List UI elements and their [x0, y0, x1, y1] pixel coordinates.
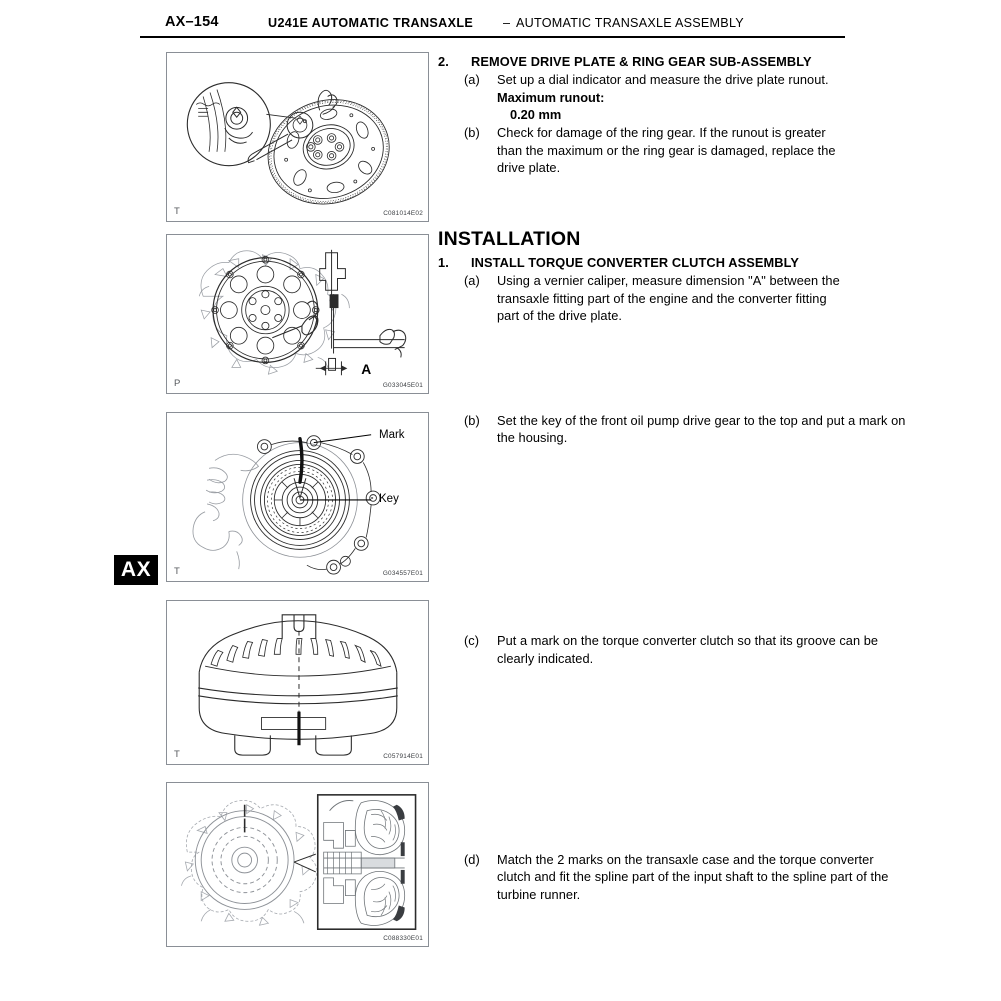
figure-2-code: G033045E01: [382, 382, 423, 389]
figure-engine-drive-plate-vernier-caliper: A P G033045E01: [166, 234, 429, 394]
figure-4-lineart: [167, 601, 428, 764]
figure-2-tag: P: [174, 378, 181, 389]
step-1-heading-row: 1. INSTALL TORQUE CONVERTER CLUTCH ASSEM…: [438, 254, 848, 272]
figure-drive-plate-ring-gear-dial-indicator: T C081014E02: [166, 52, 429, 222]
step-1-number: 1.: [438, 255, 449, 270]
step-1-sub-d-letter: (d): [464, 851, 480, 867]
manual-title-separator: –: [503, 16, 511, 30]
figure-1-code: C081014E02: [383, 210, 423, 217]
figure-transaxle-case-spline-cross-section: C088330E01: [166, 782, 429, 947]
figure-3-code: G034557E01: [382, 570, 423, 577]
step-1-sub-c: (c) Put a mark on the torque converter c…: [438, 632, 907, 667]
step-1-sub-a-letter: (a): [464, 273, 480, 288]
figure-3-tag: T: [174, 566, 180, 577]
callout-mark: Mark: [379, 429, 405, 441]
step-2-sub-a-letter: (a): [464, 72, 480, 87]
manual-title-subtitle: AUTOMATIC TRANSAXLE ASSEMBLY: [516, 16, 744, 30]
svg-text:A: A: [361, 361, 371, 377]
figure-5-code: C088330E01: [383, 935, 423, 942]
step-2-heading-row: 2. REMOVE DRIVE PLATE & RING GEAR SUB-AS…: [438, 53, 848, 71]
step-remove-drive-plate: 2. REMOVE DRIVE PLATE & RING GEAR SUB-AS…: [438, 53, 848, 177]
step-2-sub-b-letter: (b): [464, 125, 480, 140]
installation-title: INSTALLATION: [438, 228, 581, 250]
figure-2-lineart: A: [167, 235, 428, 393]
step-1-sub-a: (a) Using a vernier caliper, measure dim…: [438, 272, 848, 325]
max-runout-value: 0.20 mm: [510, 107, 562, 122]
section-tab-ax: AX: [114, 555, 158, 585]
instruction-column: 2. REMOVE DRIVE PLATE & RING GEAR SUB-AS…: [438, 0, 905, 902]
step-2-sub-b: (b) Check for damage of the ring gear. I…: [438, 124, 848, 177]
installation-section-title-block: INSTALLATION: [438, 228, 848, 250]
figure-5-lineart: [167, 783, 428, 946]
step-1-sub-d: (d) Match the 2 marks on the transaxle c…: [438, 851, 907, 904]
page-number: AX–154: [165, 14, 219, 30]
step-1-sub-c-text: Put a mark on the torque converter clutc…: [497, 633, 879, 666]
step-1-sub-b-text: Set the key of the front oil pump drive …: [497, 412, 906, 446]
section-tab-label: AX: [120, 558, 152, 581]
step-1-sub-c-letter: (c): [464, 633, 480, 648]
step-1-sub-b-letter: (b): [464, 412, 480, 428]
callout-key: Key: [379, 493, 399, 505]
header-divider: [140, 36, 845, 38]
step-1-sub-d-text: Match the 2 marks on the transaxle case …: [497, 851, 889, 902]
step-2-sub-a-text: Set up a dial indicator and measure the …: [497, 72, 829, 87]
figure-3-lineart: [167, 413, 428, 581]
step-1-heading: INSTALL TORQUE CONVERTER CLUTCH ASSEMBLY: [471, 255, 799, 270]
figure-4-tag: T: [174, 749, 180, 760]
step-2-sub-a: (a) Set up a dial indicator and measure …: [438, 71, 848, 89]
page-header: AX–154 U241E AUTOMATIC TRANSAXLE – AUTOM…: [165, 12, 845, 40]
step-1-sub-a-text: Using a vernier caliper, measure dimensi…: [497, 273, 840, 323]
step-2-number: 2.: [438, 54, 449, 69]
max-runout-label: Maximum runout:: [497, 89, 605, 105]
figure-torque-converter-clutch-groove-mark: T C057914E01: [166, 600, 429, 765]
figure-1-lineart: [167, 53, 428, 221]
figure-front-oil-pump-key-mark: Mark Key T G034557E01: [166, 412, 429, 582]
step-2-heading: REMOVE DRIVE PLATE & RING GEAR SUB-ASSEM…: [471, 54, 812, 69]
step-2-sub-b-text: Check for damage of the ring gear. If th…: [497, 125, 836, 175]
step-install-torque-converter-clutch: 1. INSTALL TORQUE CONVERTER CLUTCH ASSEM…: [438, 254, 848, 325]
manual-title-bold: U241E AUTOMATIC TRANSAXLE: [268, 16, 474, 30]
step-1-sub-b: (b) Set the key of the front oil pump dr…: [438, 412, 907, 447]
figure-1-tag: T: [174, 206, 180, 217]
figure-4-code: C057914E01: [383, 753, 423, 760]
